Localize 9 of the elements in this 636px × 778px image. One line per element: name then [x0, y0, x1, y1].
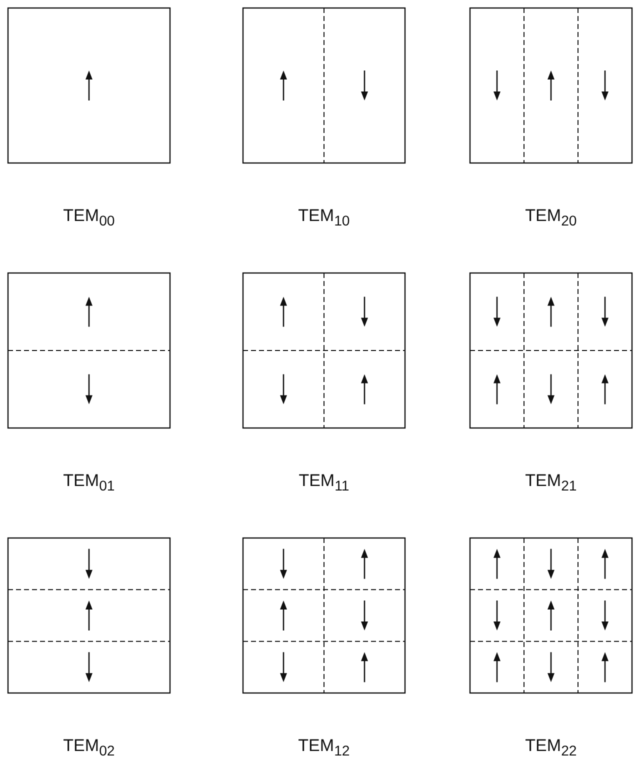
mode-label: TEM$_{22}$	[524, 736, 578, 760]
mode-label: TEM$_{21}$	[524, 471, 578, 494]
mode-label: TEM$_{00}$	[62, 206, 116, 230]
mode-label: TEM$_{02}$	[62, 736, 116, 760]
mode-label: TEM$_{20}$	[524, 206, 578, 230]
mode-label: TEM$_{11}$	[298, 471, 350, 494]
mode-label: TEM$_{10}$	[297, 206, 351, 230]
mode-label: TEM$_{01}$	[62, 471, 116, 494]
mode-label: TEM$_{12}$	[297, 736, 351, 760]
